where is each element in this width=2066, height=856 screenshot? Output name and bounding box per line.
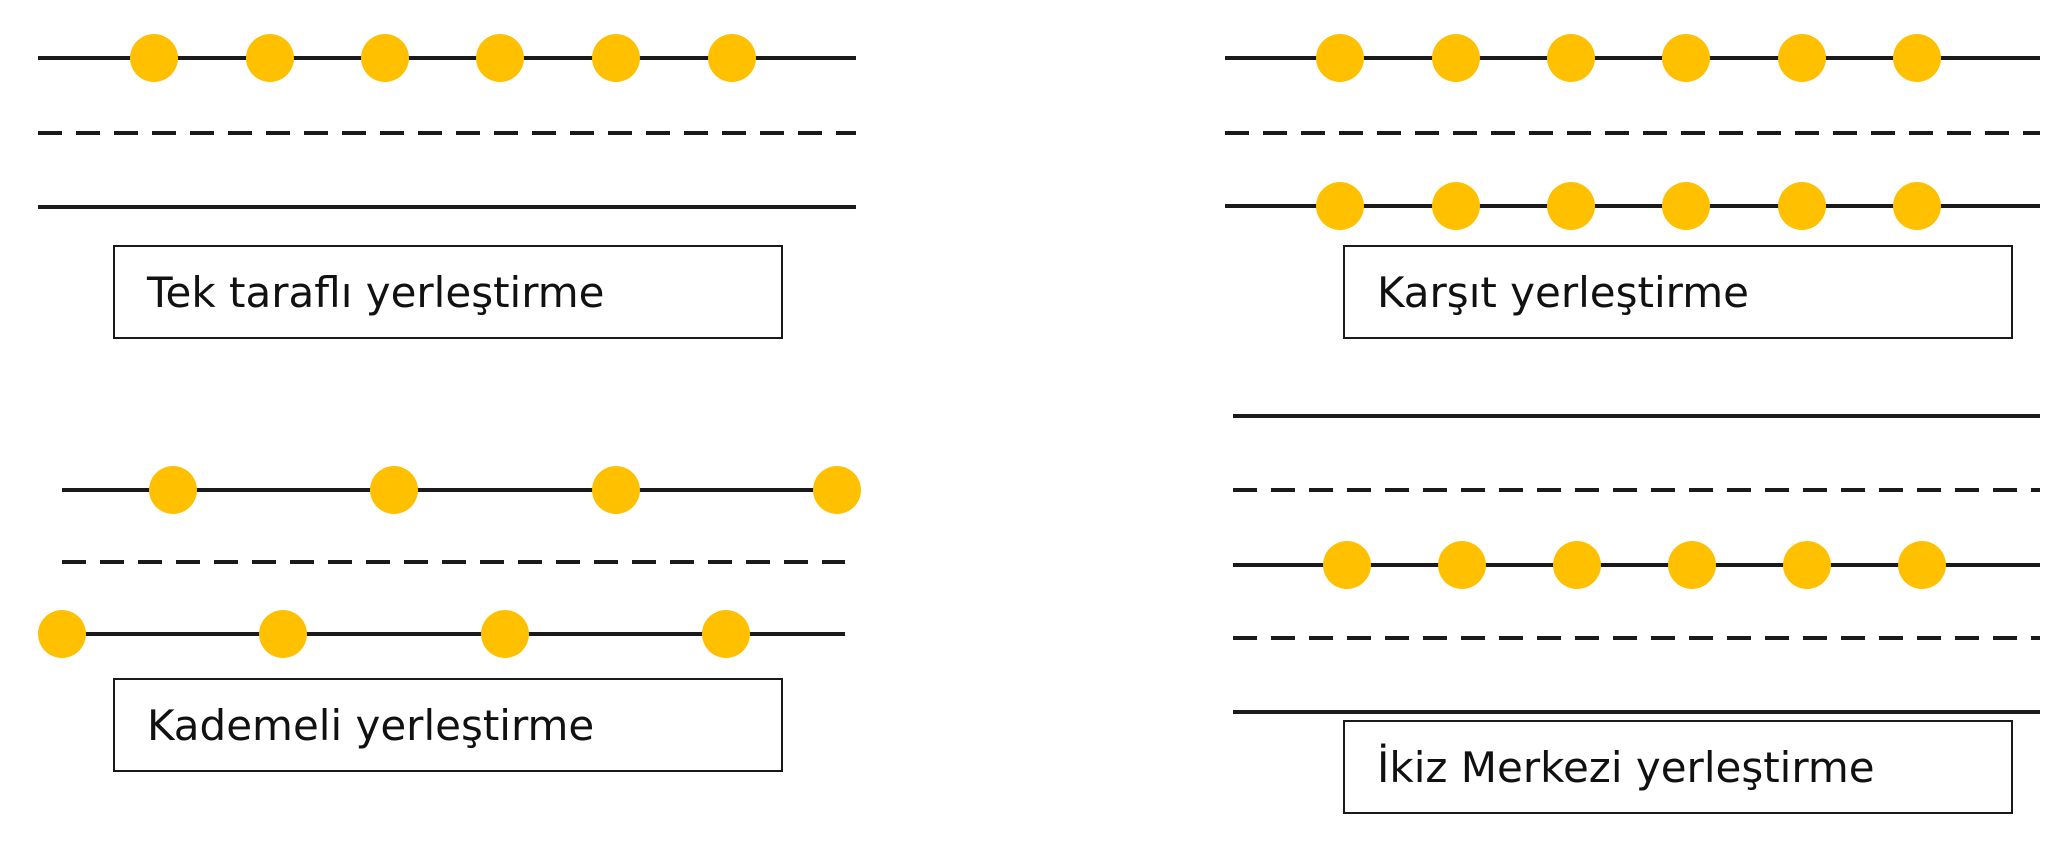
single-sided-label: Tek taraflı yerleştirme [147, 267, 605, 317]
light-pole-marker [370, 466, 418, 514]
twin-central-panel [1233, 414, 2040, 714]
light-pole-marker [1898, 541, 1946, 589]
light-pole-marker [1668, 541, 1716, 589]
light-pole-marker [1323, 541, 1371, 589]
light-pole-marker [592, 466, 640, 514]
light-pole-marker [1662, 182, 1710, 230]
light-pole-marker [1432, 182, 1480, 230]
light-pole-marker [1438, 541, 1486, 589]
light-pole-marker [1778, 182, 1826, 230]
opposite-panel [1225, 34, 2040, 230]
light-pole-marker [1553, 541, 1601, 589]
light-pole-marker [476, 34, 524, 82]
staggered-label-box: Kademeli yerleştirme [113, 678, 783, 772]
light-pole-marker [1316, 182, 1364, 230]
staggered-label: Kademeli yerleştirme [147, 700, 595, 750]
single-sided-panel [38, 34, 856, 209]
light-pole-marker [1316, 34, 1364, 82]
light-pole-marker [246, 34, 294, 82]
light-pole-marker [1893, 182, 1941, 230]
light-pole-marker [708, 34, 756, 82]
light-pole-marker [259, 610, 307, 658]
twin-central-label: İkiz Merkezi yerleştirme [1377, 742, 1875, 792]
light-pole-marker [1778, 34, 1826, 82]
light-pole-marker [481, 610, 529, 658]
light-pole-marker [38, 610, 86, 658]
light-pole-marker [813, 466, 861, 514]
light-pole-marker [1893, 34, 1941, 82]
twin-central-label-box: İkiz Merkezi yerleştirme [1343, 720, 2013, 814]
light-pole-marker [1432, 34, 1480, 82]
opposite-label: Karşıt yerleştirme [1377, 267, 1749, 317]
light-pole-marker [1547, 34, 1595, 82]
light-pole-marker [1547, 182, 1595, 230]
opposite-label-box: Karşıt yerleştirme [1343, 245, 2013, 339]
light-pole-marker [130, 34, 178, 82]
single-sided-label-box: Tek taraflı yerleştirme [113, 245, 783, 339]
light-pole-marker [592, 34, 640, 82]
staggered-panel [38, 466, 861, 658]
light-pole-marker [1662, 34, 1710, 82]
light-pole-marker [361, 34, 409, 82]
light-pole-marker [1783, 541, 1831, 589]
light-pole-marker [149, 466, 197, 514]
light-pole-marker [702, 610, 750, 658]
